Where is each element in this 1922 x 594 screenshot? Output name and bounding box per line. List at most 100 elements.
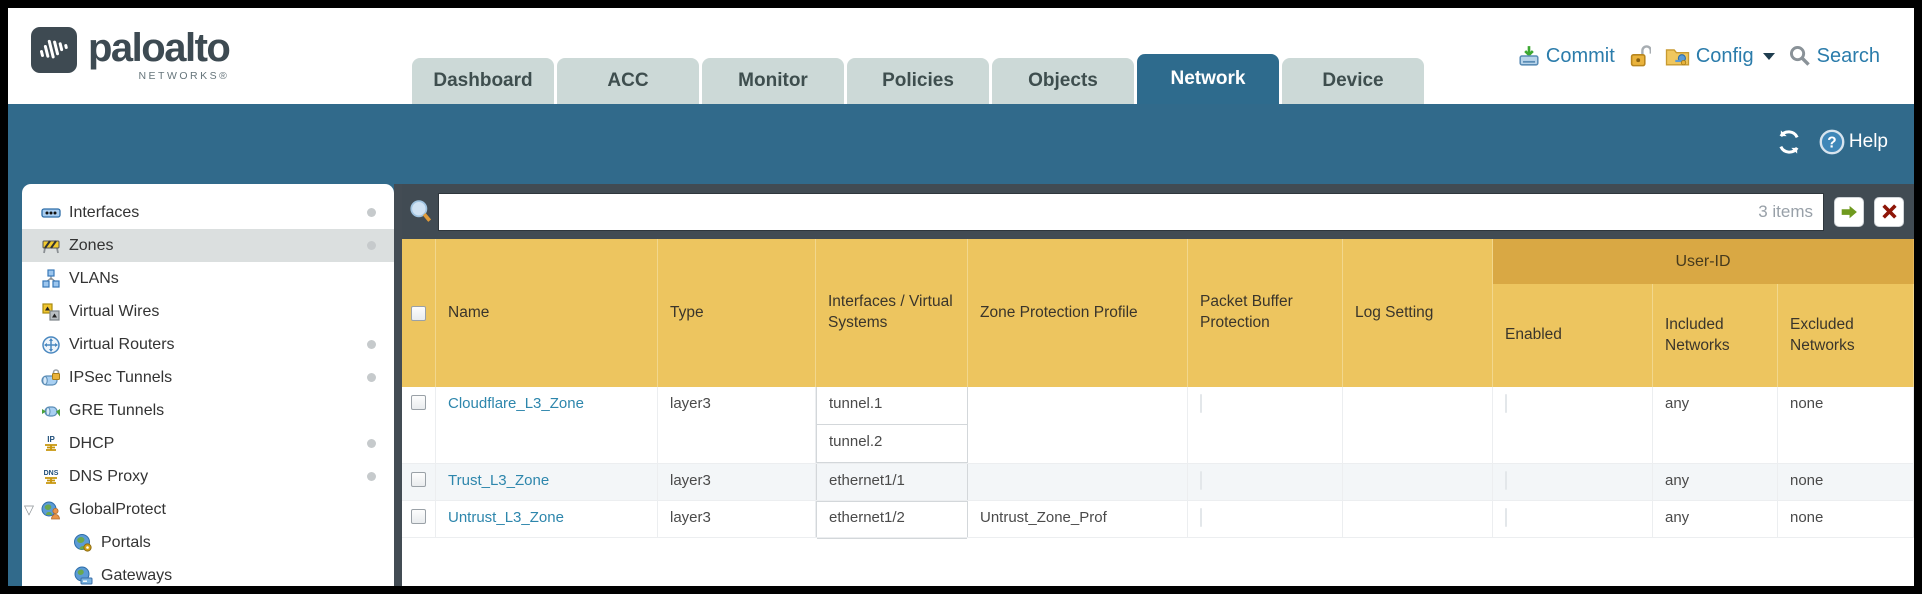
sidebar-item-label: Interfaces bbox=[69, 203, 140, 221]
sidebar-item-dhcp[interactable]: IP DHCP bbox=[22, 427, 394, 460]
filter-input[interactable] bbox=[449, 201, 1759, 222]
refresh-icon[interactable] bbox=[1775, 128, 1803, 156]
svg-text:IP: IP bbox=[47, 435, 55, 444]
sidebar-item-label: Zones bbox=[69, 236, 114, 254]
tab-policies[interactable]: Policies bbox=[847, 58, 989, 104]
sidebar-item-label: IPSec Tunnels bbox=[69, 368, 173, 386]
row-checkbox[interactable] bbox=[411, 509, 426, 524]
filter-field: 3 items bbox=[438, 192, 1824, 231]
table-body: Cloudflare_L3_Zone layer3 tunnel.1 tunne… bbox=[402, 387, 1914, 586]
log-setting bbox=[1343, 464, 1493, 500]
interfaces-icon bbox=[41, 207, 61, 218]
config-icon bbox=[1665, 49, 1689, 66]
user-id-enabled-checkbox bbox=[1505, 394, 1507, 413]
portals-icon bbox=[74, 533, 92, 552]
col-header-zone-protection-profile[interactable]: Zone Protection Profile bbox=[968, 239, 1188, 387]
zone-name-link[interactable]: Untrust_L3_Zone bbox=[448, 509, 564, 526]
included-networks: any bbox=[1653, 387, 1778, 463]
sidebar-item-label: GlobalProtect bbox=[69, 500, 166, 518]
col-header-type[interactable]: Type bbox=[658, 239, 816, 387]
search-icon bbox=[1789, 45, 1810, 66]
tab-monitor[interactable]: Monitor bbox=[702, 58, 844, 104]
sidebar-item-label: DNS Proxy bbox=[69, 467, 149, 485]
log-setting bbox=[1343, 387, 1493, 463]
tab-objects[interactable]: Objects bbox=[992, 58, 1134, 104]
sidebar-item-ipsec-tunnels[interactable]: IPSec Tunnels bbox=[22, 361, 394, 394]
gre-tunnels-icon bbox=[42, 405, 60, 417]
commit-icon bbox=[1519, 46, 1539, 66]
col-header-log-setting[interactable]: Log Setting bbox=[1343, 239, 1493, 387]
status-dot bbox=[367, 373, 376, 382]
sidebar-item-gre-tunnels[interactable]: GRE Tunnels bbox=[22, 394, 394, 427]
sidebar-item-label: Gateways bbox=[101, 566, 173, 584]
status-dot bbox=[367, 208, 376, 217]
col-header-name[interactable]: Name bbox=[436, 239, 658, 387]
col-header-excluded-networks[interactable]: Excluded Networks bbox=[1778, 284, 1914, 387]
zone-name-link[interactable]: Trust_L3_Zone bbox=[448, 472, 550, 489]
help-button[interactable]: ? Help bbox=[1819, 129, 1888, 155]
config-label: Config bbox=[1695, 44, 1754, 67]
excluded-networks: none bbox=[1778, 464, 1914, 500]
config-menu-button[interactable]: Config bbox=[1665, 45, 1775, 68]
included-networks: any bbox=[1653, 501, 1778, 537]
zone-name-link[interactable]: Cloudflare_L3_Zone bbox=[448, 395, 584, 412]
sidebar-item-gateways[interactable]: Gateways bbox=[22, 559, 394, 586]
sidebar-item-zones[interactable]: Zones bbox=[22, 229, 394, 262]
main-nav-tabs: Dashboard ACC Monitor Policies Objects N… bbox=[412, 54, 1427, 104]
col-header-included-networks[interactable]: Included Networks bbox=[1653, 284, 1778, 387]
select-all-cell bbox=[402, 239, 436, 387]
tab-acc[interactable]: ACC bbox=[557, 58, 699, 104]
tab-device[interactable]: Device bbox=[1282, 58, 1424, 104]
status-dot bbox=[367, 241, 376, 250]
excluded-networks: none bbox=[1778, 387, 1914, 463]
interface-entry: tunnel.1 bbox=[817, 387, 967, 425]
table-row-trust: Trust_L3_Zone layer3 ethernet1/1 any non… bbox=[402, 464, 1914, 502]
search-label: Search bbox=[1816, 44, 1880, 67]
sidebar-item-label: Virtual Routers bbox=[69, 335, 175, 353]
svg-text:DNS: DNS bbox=[44, 470, 59, 477]
help-label: Help bbox=[1848, 131, 1888, 152]
sidebar-item-virtual-routers[interactable]: Virtual Routers bbox=[22, 328, 394, 361]
col-header-interfaces[interactable]: Interfaces / Virtual Systems bbox=[816, 239, 968, 387]
log-setting bbox=[1343, 501, 1493, 537]
sidebar-splitter[interactable] bbox=[394, 184, 402, 586]
row-checkbox[interactable] bbox=[411, 472, 426, 487]
svg-text:?: ? bbox=[1827, 134, 1836, 151]
zones-table: Name Type Interfaces / Virtual Systems Z… bbox=[402, 239, 1914, 586]
network-sidebar: Interfaces Zones VLANs bbox=[22, 184, 394, 586]
zone-type: layer3 bbox=[658, 501, 816, 537]
sidebar-item-label: Virtual Wires bbox=[69, 302, 160, 320]
sidebar-item-globalprotect[interactable]: ▽ GlobalProtect bbox=[22, 493, 394, 526]
zone-protection-profile bbox=[968, 387, 1188, 463]
apply-filter-button[interactable] bbox=[1834, 196, 1864, 227]
sidebar-item-portals[interactable]: Portals bbox=[22, 526, 394, 559]
sidebar-item-dns-proxy[interactable]: DNS DNS Proxy bbox=[22, 460, 394, 493]
gateways-icon bbox=[74, 566, 93, 584]
sidebar-item-virtual-wires[interactable]: Virtual Wires bbox=[22, 295, 394, 328]
virtual-routers-icon bbox=[42, 335, 60, 354]
packet-buffer-protection-checkbox bbox=[1200, 394, 1202, 413]
items-count: 3 items bbox=[1758, 201, 1813, 221]
row-checkbox[interactable] bbox=[411, 395, 426, 410]
filter-search-icon bbox=[410, 199, 432, 222]
sidebar-item-label: DHCP bbox=[69, 434, 115, 452]
group-header-user-id: User-ID bbox=[1493, 239, 1914, 284]
col-header-packet-buffer-protection[interactable]: Packet Buffer Protection bbox=[1188, 239, 1343, 387]
unlock-icon[interactable] bbox=[1629, 44, 1651, 68]
sidebar-item-vlans[interactable]: VLANs bbox=[22, 262, 394, 295]
clear-filter-button[interactable] bbox=[1874, 196, 1904, 227]
paloalto-logo-icon bbox=[31, 27, 77, 73]
browser-viewport: paloalto NETWORKS® Dashboard ACC Monitor… bbox=[8, 8, 1914, 586]
tab-network[interactable]: Network bbox=[1137, 54, 1279, 104]
sidebar-item-label: GRE Tunnels bbox=[69, 401, 165, 419]
tab-dashboard[interactable]: Dashboard bbox=[412, 58, 554, 104]
select-all-checkbox[interactable] bbox=[411, 305, 426, 321]
col-header-enabled[interactable]: Enabled bbox=[1493, 284, 1653, 387]
virtual-wires-icon bbox=[42, 302, 60, 321]
vlans-icon bbox=[42, 268, 60, 288]
global-search-button[interactable]: Search bbox=[1789, 45, 1880, 68]
expand-caret-icon[interactable]: ▽ bbox=[24, 502, 34, 517]
commit-button[interactable]: Commit bbox=[1518, 45, 1615, 68]
excluded-networks: none bbox=[1778, 501, 1914, 537]
sidebar-item-interfaces[interactable]: Interfaces bbox=[22, 196, 394, 229]
